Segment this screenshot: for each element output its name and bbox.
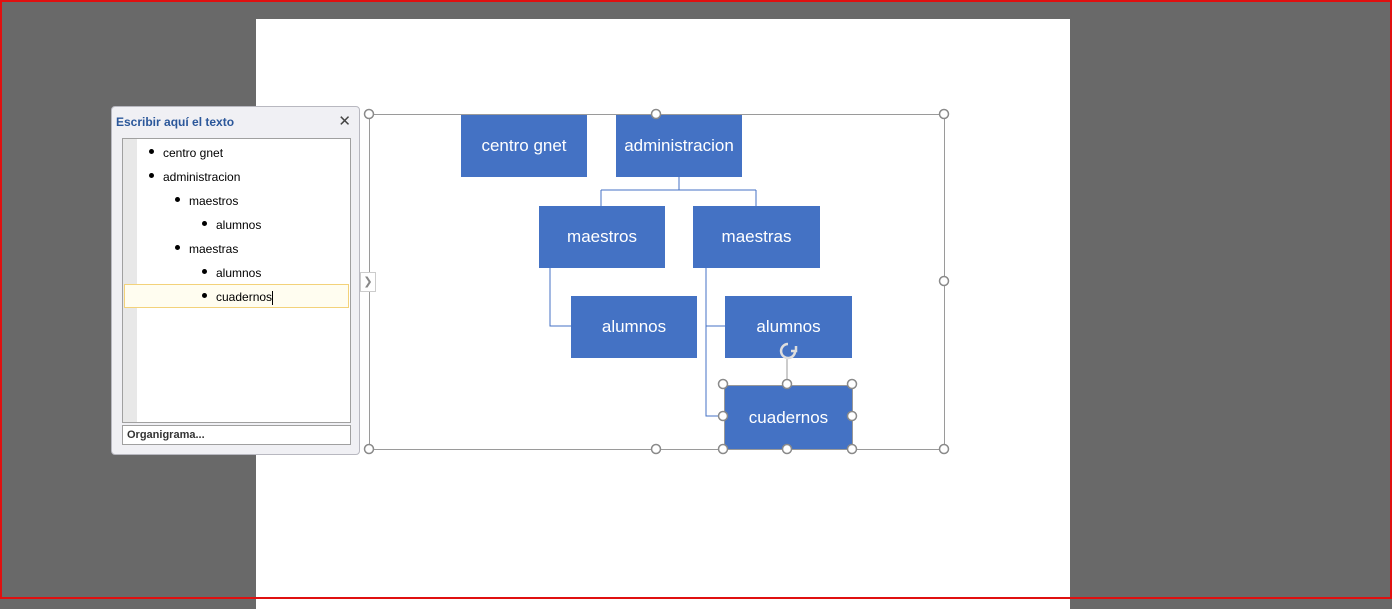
node-centro-gnet[interactable]: centro gnet <box>461 115 587 177</box>
node-alumnos-1[interactable]: alumnos <box>571 296 697 358</box>
list-item[interactable]: centro gnet <box>149 142 223 164</box>
list-item[interactable]: alumnos <box>202 262 261 284</box>
list-item-text: cuadernos <box>216 290 273 304</box>
connector-maestros <box>549 267 571 327</box>
gutter <box>123 139 137 422</box>
node-cuadernos[interactable]: cuadernos <box>724 385 853 450</box>
list-item[interactable]: maestros <box>175 190 238 212</box>
organigrama-link[interactable]: Organigrama... <box>122 425 351 445</box>
rotate-handle-icon <box>779 342 798 360</box>
list-item[interactable]: maestras <box>175 238 238 260</box>
connector-admin <box>600 177 757 206</box>
text-pane-toggle-button[interactable]: ❯ <box>360 272 376 292</box>
text-pane: Escribir aquí el texto ✕ centro gnet adm… <box>111 106 360 455</box>
node-administracion[interactable]: administracion <box>616 115 742 177</box>
list-item[interactable]: administracion <box>149 166 240 188</box>
list-item[interactable]: alumnos <box>202 214 261 236</box>
text-pane-list[interactable]: centro gnet administracion maestros alum… <box>122 138 351 423</box>
node-maestras[interactable]: maestras <box>693 206 820 268</box>
text-cursor <box>272 290 274 305</box>
close-icon[interactable]: ✕ <box>338 112 351 130</box>
node-maestros[interactable]: maestros <box>539 206 665 268</box>
list-item-active[interactable]: cuadernos <box>202 286 274 308</box>
node-alumnos-2[interactable]: alumnos <box>725 296 852 358</box>
text-pane-title: Escribir aquí el texto <box>116 115 235 129</box>
